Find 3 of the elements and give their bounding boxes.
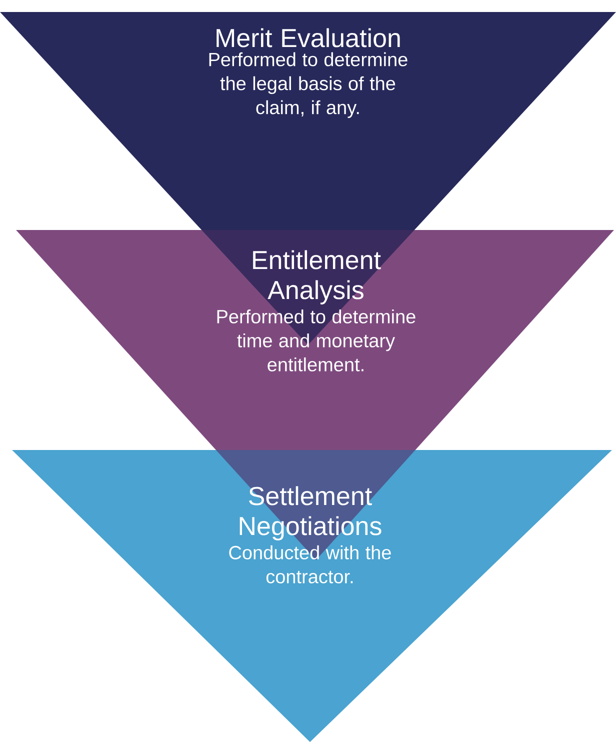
funnel-triangle: Settlement Negotiations Conducted with the contractor.: [12, 450, 612, 742]
funnel-triangle: Entitlement Analysis Performed to determine time and monetary entitlement.: [16, 230, 614, 450]
funnel-triangle: Merit Evaluation Performed to determine the legal basis of the claim, if any.: [0, 12, 616, 230]
